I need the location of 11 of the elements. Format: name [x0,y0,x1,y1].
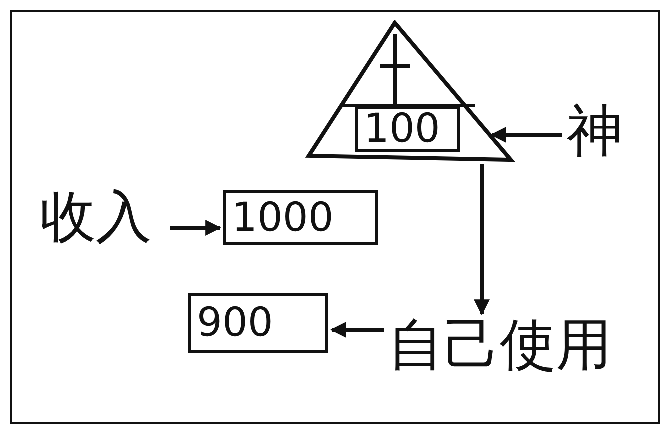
number-box: 900 [188,293,328,353]
number-box: 100 [355,106,460,152]
text-label: 自己使用 [388,318,638,382]
arrow [490,127,562,143]
text-label: 神 [567,104,629,166]
number-box: 1000 [223,190,378,245]
triangle-shape [305,20,515,162]
arrow [330,322,384,338]
text-label: 收入 [40,190,162,252]
arrow [474,164,490,316]
arrow [170,220,222,236]
